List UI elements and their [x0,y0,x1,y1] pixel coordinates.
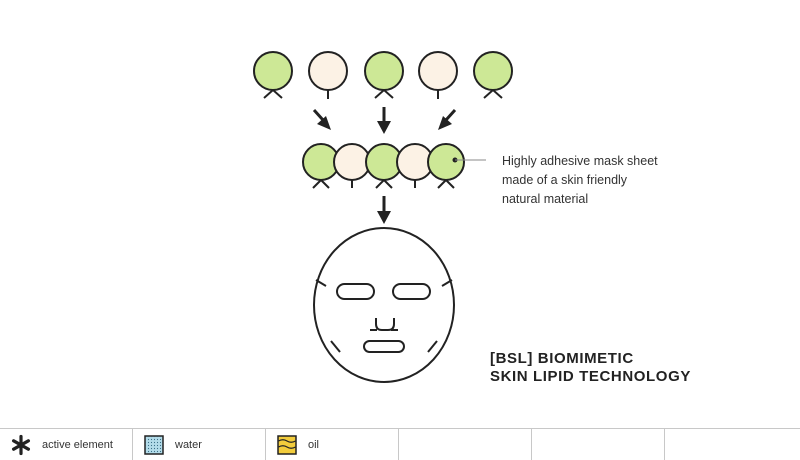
lipid-molecule-green [473,51,513,99]
arrow-down-left [438,108,457,130]
legend-label: active element [42,438,113,451]
top-lipid-row [253,51,513,99]
annotation-line: Highly adhesive mask sheet [502,154,658,168]
annotation-leader [452,157,486,163]
bsl-diagram [253,51,513,383]
technology-title: [BSL] BIOMIMETIC SKIN LIPID TECHNOLOGY [490,350,691,386]
arrow-down [377,107,391,134]
legend-item-empty [665,429,800,460]
arrow-down-to-mask [377,196,391,224]
face-mask-illustration [313,227,455,383]
nose-cutout [375,318,395,331]
lipid-molecule-green [427,143,465,189]
lipid-molecule-cream [333,143,371,188]
arrow-down-right [312,108,331,130]
technology-title-line1: [BSL] BIOMIMETIC [490,350,634,367]
legend-label: water [175,438,202,451]
legend-item-empty [399,429,532,460]
oil-wave-icon [276,434,298,456]
legend-item-water: water [133,429,266,460]
lipid-molecule-green [364,51,404,99]
annotation-line: natural material [502,192,589,206]
legend-item-active-element: active element [0,429,133,460]
lipid-molecule-cream [308,51,348,99]
legend-item-empty [532,429,665,460]
legend-bar: active element water oil [0,428,800,460]
mask-sheet-lipid-row [302,143,465,189]
lipid-molecule-cream [418,51,458,99]
technology-title-line2: SKIN LIPID TECHNOLOGY [490,368,691,385]
mask-sheet-annotation: Highly adhesive mask sheet made of a ski… [502,152,702,209]
mouth-hole [363,340,405,353]
legend-label: oil [308,438,320,451]
right-eye-hole [392,283,431,300]
annotation-line: made of a skin friendly [502,173,628,187]
lipid-molecule-green [253,51,293,99]
water-dots-icon [143,434,165,456]
asterisk-icon [10,434,32,456]
legend-item-oil: oil [266,429,399,460]
left-eye-hole [336,283,375,300]
